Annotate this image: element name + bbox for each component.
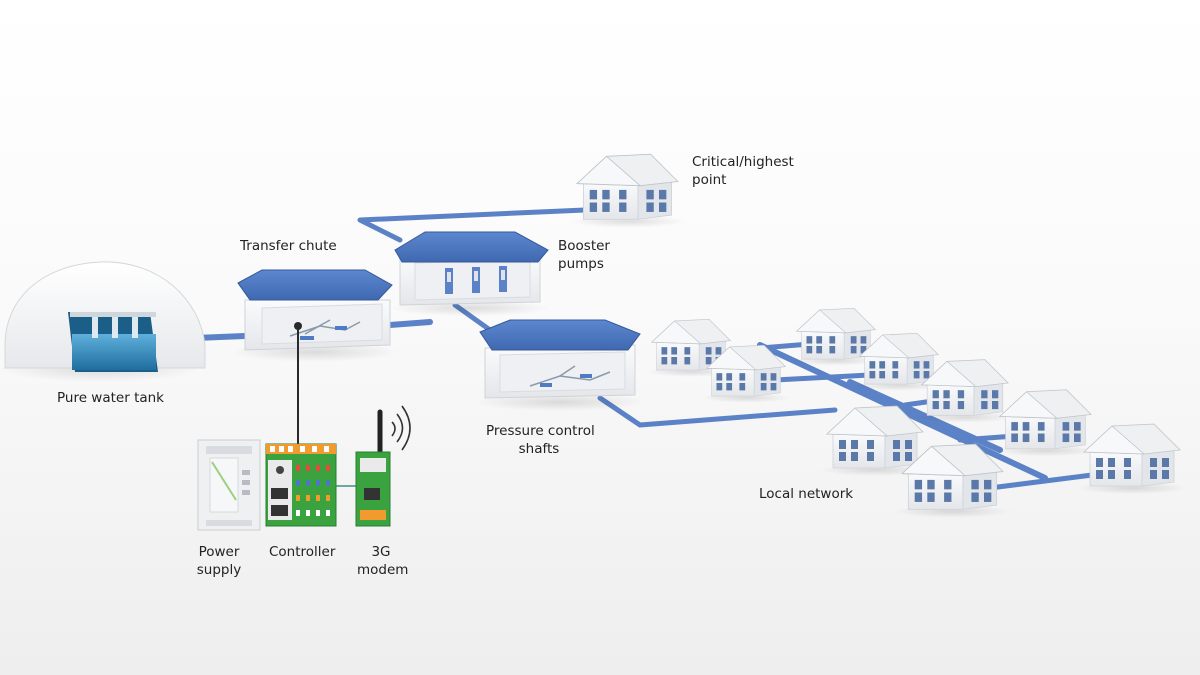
label-transfer-chute: Transfer chute [240,238,337,254]
house-network-6 [993,389,1098,457]
label-critical-point: Critical/highest point [692,154,794,188]
transfer-chute-roof [237,269,393,301]
pure-water-tank [0,261,206,382]
pressure-shafts-roof [479,319,641,351]
wireless-signal-icon [391,405,411,451]
house-network-8 [894,443,1011,518]
label-3g-modem: 3G modem [357,544,409,578]
controller-device [265,443,337,527]
label-pure-water-tank: Pure water tank [57,390,165,406]
power-supply-device [197,439,261,531]
house-critical-point [569,153,686,228]
booster-pumps-building [390,231,550,316]
pipe-booster-to-critical [357,207,588,243]
house-network-2 [700,344,792,403]
house-network-7 [820,405,930,476]
pipe-branch-5 [987,471,1103,491]
pressure-control-shafts-building [475,319,645,411]
pipe-branch-2 [772,372,873,383]
booster-roof [394,231,549,263]
house-network-3 [790,307,882,366]
house-network-5 [915,359,1015,423]
house-network-9 [1077,423,1187,494]
tank-water [72,334,156,370]
label-power-supply: Power supply [196,544,242,578]
label-booster-pumps: Booster pumps [558,238,610,272]
modem-3g-device [355,405,411,527]
houses [569,153,1187,518]
label-pressure-control-shafts: Pressure control shafts [486,423,595,457]
transfer-chute-building [230,269,400,362]
pipe-chute-to-booster [387,319,433,328]
house-network-4 [853,332,945,391]
label-local-network: Local network [759,486,854,502]
label-controller: Controller [269,544,336,560]
